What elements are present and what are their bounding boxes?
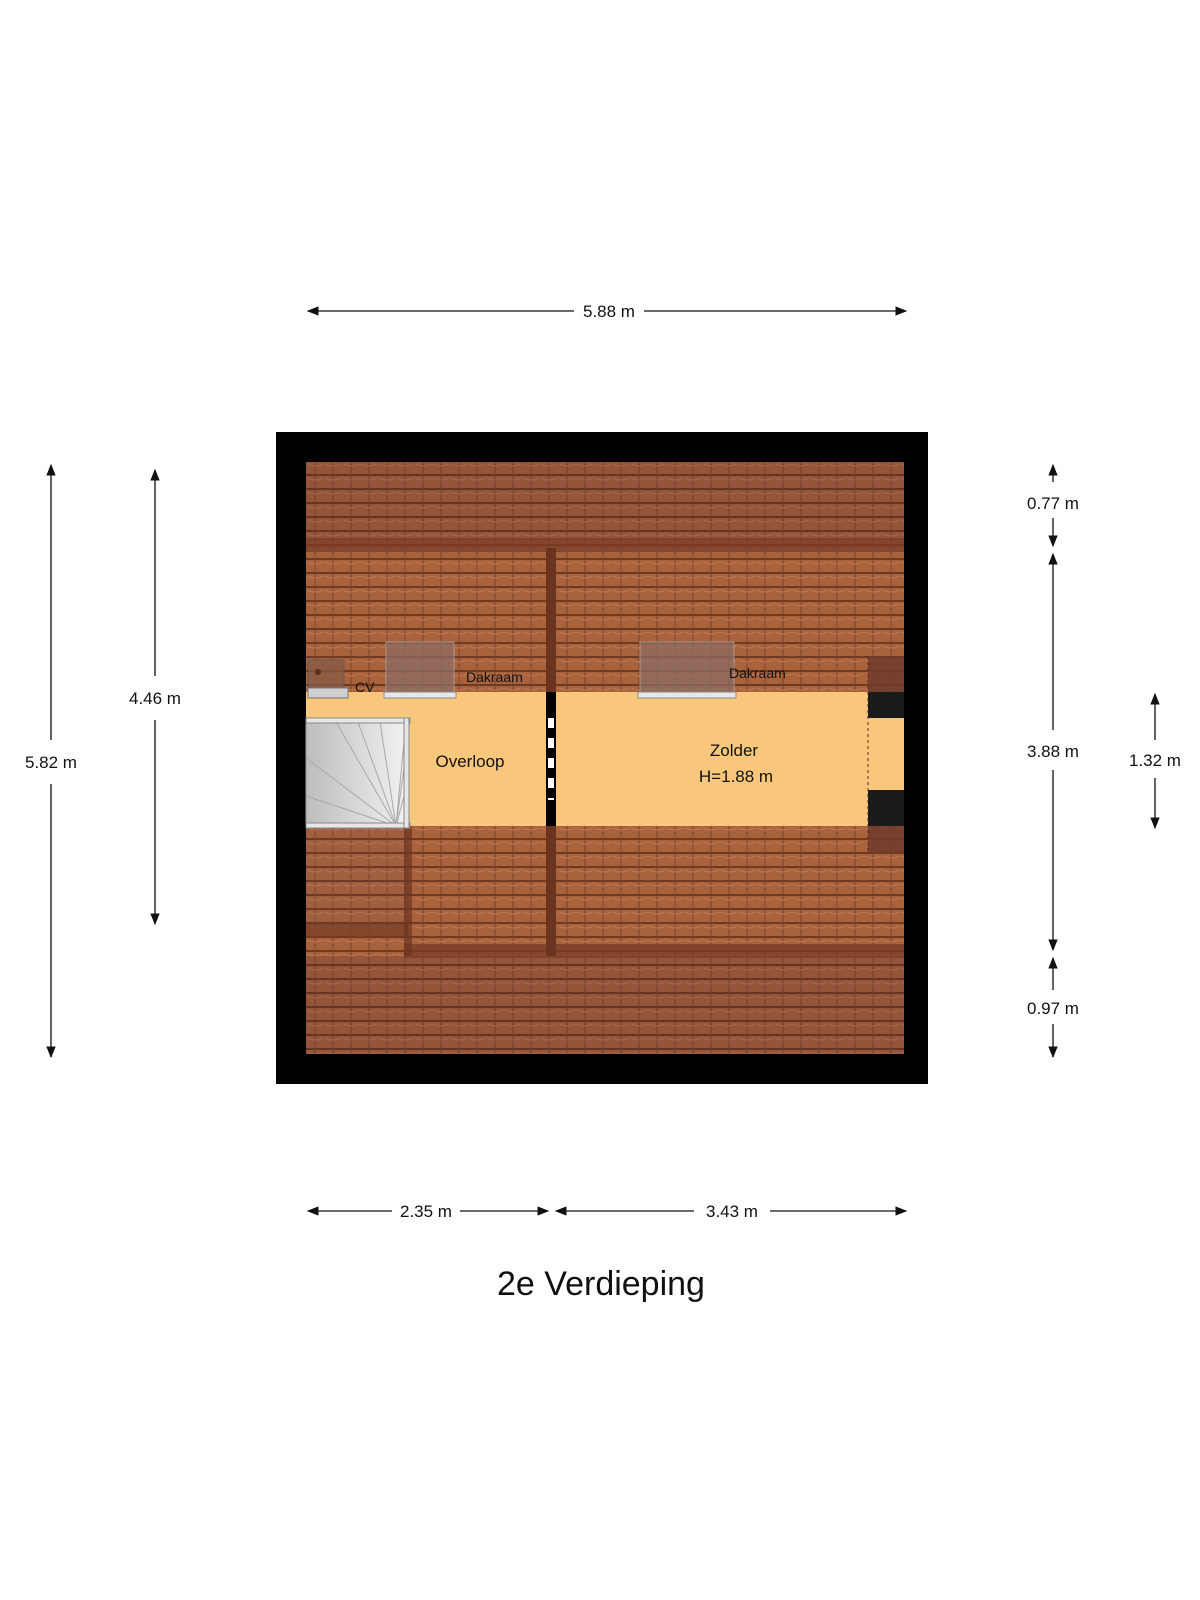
wall-block-bottom (868, 790, 904, 826)
cv-unit (307, 659, 345, 693)
floor-window-bay (868, 718, 904, 790)
roof-top (306, 462, 904, 540)
window-frame-bottom (868, 826, 904, 852)
label-dakraam-2: Dakraam (729, 665, 786, 681)
stair-rail-side (403, 717, 410, 829)
skylight-2 (639, 641, 735, 695)
room-zolder: Zolder (710, 741, 759, 760)
wall-block-top (868, 692, 904, 718)
partition-line-upper (546, 548, 556, 692)
dim-right-top-label: 0.77 m (1027, 494, 1079, 513)
label-dakraam-1: Dakraam (466, 669, 523, 685)
label-cv: CV (355, 679, 375, 695)
dim-bottom-right-label: 3.43 m (706, 1202, 758, 1221)
ridge-line-top (306, 538, 904, 552)
dim-left-total-label: 5.82 m (25, 753, 77, 772)
stair-rail-bottom (305, 822, 411, 829)
room-overloop: Overloop (436, 752, 505, 771)
roof-left-lower (306, 826, 408, 926)
cv-unit-base (307, 687, 349, 699)
dim-right-window-label: 1.32 m (1129, 751, 1181, 770)
partition-line-lower (546, 826, 556, 956)
ridge-line-left (306, 924, 408, 936)
roof-bottom (306, 956, 904, 1054)
dim-top-label: 5.88 m (583, 302, 635, 321)
room-zolder-height: H=1.88 m (699, 767, 773, 786)
window-frame-top (868, 656, 904, 692)
stairs (305, 721, 409, 827)
skylight-1-sill (383, 691, 457, 699)
dim-left-inner-label: 4.46 m (129, 689, 181, 708)
stair-treads (305, 721, 405, 827)
dim-bottom-left-label: 2.35 m (400, 1202, 452, 1221)
floor-title: 2e Verdieping (497, 1265, 705, 1303)
floor-zolder (556, 692, 868, 826)
ridge-line-left-vertical (404, 826, 412, 956)
ridge-line-bottom (404, 944, 904, 958)
dim-right-middle-label: 3.88 m (1027, 742, 1079, 761)
skylight-1 (385, 641, 455, 695)
stair-rail-top (305, 717, 411, 724)
cv-unit-dot (315, 669, 321, 675)
dim-right-bottom-label: 0.97 m (1027, 999, 1079, 1018)
skylight-2-sill (637, 691, 737, 699)
